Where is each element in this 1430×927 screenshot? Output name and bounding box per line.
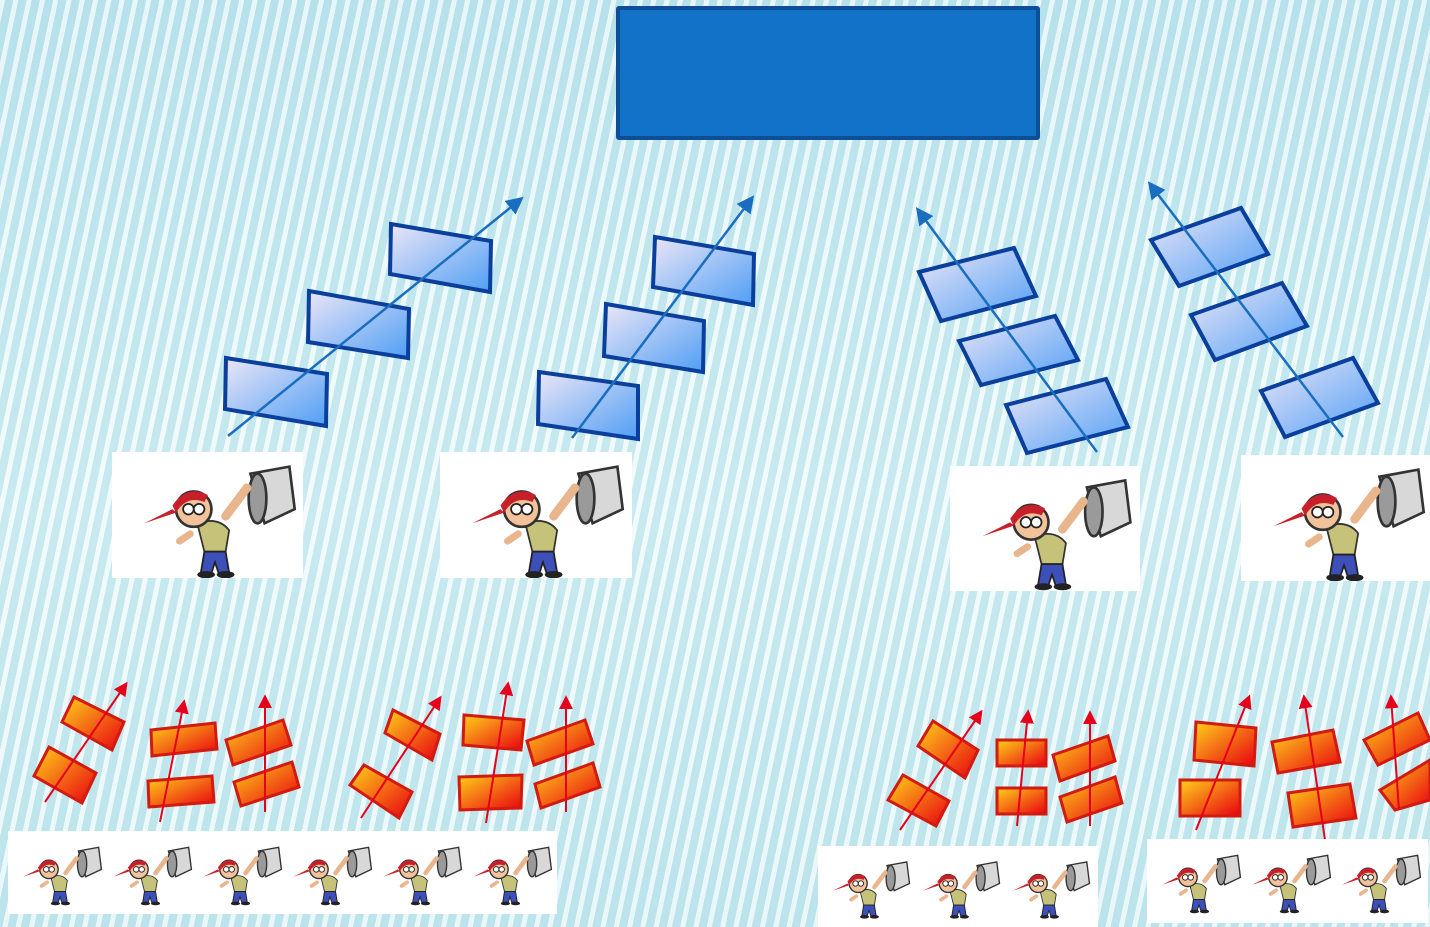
blue-arrow xyxy=(572,198,752,438)
red-stack-1 xyxy=(34,684,126,803)
red-stack-12 xyxy=(1364,697,1430,810)
red-card-icon xyxy=(888,775,949,826)
worker-with-bucket-icon xyxy=(8,831,557,914)
red-stack-9 xyxy=(1053,713,1122,826)
red-card-icon xyxy=(1180,780,1240,816)
red-card-icon xyxy=(535,763,600,808)
red-card-icon xyxy=(34,747,96,803)
blue-card-icon xyxy=(1261,358,1378,437)
red-card-icon xyxy=(226,720,291,765)
blue-stack-1 xyxy=(225,199,521,436)
worker-photo-3 xyxy=(950,466,1140,591)
red-card-icon xyxy=(1364,713,1430,765)
red-stack-10 xyxy=(1180,697,1256,830)
red-card-icon xyxy=(385,710,440,760)
red-stack-4 xyxy=(350,698,440,818)
blue-arrow xyxy=(918,210,1097,452)
worker-strip-3 xyxy=(1147,839,1428,923)
blue-card-icon xyxy=(919,248,1036,321)
blue-card-icon xyxy=(1191,283,1307,360)
red-card-icon xyxy=(62,697,124,750)
blue-stack-3 xyxy=(918,210,1128,453)
blue-card-icon xyxy=(1151,208,1268,286)
red-card-icon xyxy=(1380,760,1430,810)
worker-with-bucket-icon xyxy=(950,466,1140,591)
red-card-icon xyxy=(151,723,217,756)
red-card-icon xyxy=(350,765,412,818)
blue-card-icon xyxy=(653,237,754,305)
red-stack-7 xyxy=(888,712,981,830)
red-stack-2 xyxy=(148,702,217,822)
worker-strip-1 xyxy=(8,831,557,914)
red-card-icon xyxy=(1272,730,1340,773)
red-card-icon xyxy=(148,776,214,807)
worker-with-bucket-icon xyxy=(112,452,303,578)
red-card-icon xyxy=(1053,736,1115,781)
worker-with-bucket-icon xyxy=(1147,839,1428,923)
red-card-icon xyxy=(234,762,299,806)
blue-stack-2 xyxy=(538,198,754,439)
worker-photo-4 xyxy=(1241,455,1430,581)
blue-card-icon xyxy=(959,316,1078,385)
red-stack-8 xyxy=(997,712,1046,826)
red-card-icon xyxy=(997,740,1046,766)
worker-photo-1 xyxy=(112,452,303,578)
worker-photo-2 xyxy=(440,452,632,578)
red-stack-6 xyxy=(527,698,600,812)
worker-strip-2 xyxy=(818,846,1098,927)
blue-card-icon xyxy=(604,304,704,372)
red-card-icon xyxy=(527,720,593,765)
red-stack-3 xyxy=(226,697,299,812)
worker-with-bucket-icon xyxy=(818,846,1098,927)
worker-with-bucket-icon xyxy=(1241,455,1430,581)
worker-with-bucket-icon xyxy=(440,452,632,578)
red-stack-5 xyxy=(459,684,524,823)
red-card-icon xyxy=(463,715,524,750)
red-card-icon xyxy=(997,788,1046,814)
blue-arrow xyxy=(228,199,521,436)
red-stack-11 xyxy=(1272,697,1356,840)
blue-card-icon xyxy=(538,372,638,439)
blue-card-icon xyxy=(1006,379,1128,453)
blue-stack-4 xyxy=(1150,184,1378,437)
